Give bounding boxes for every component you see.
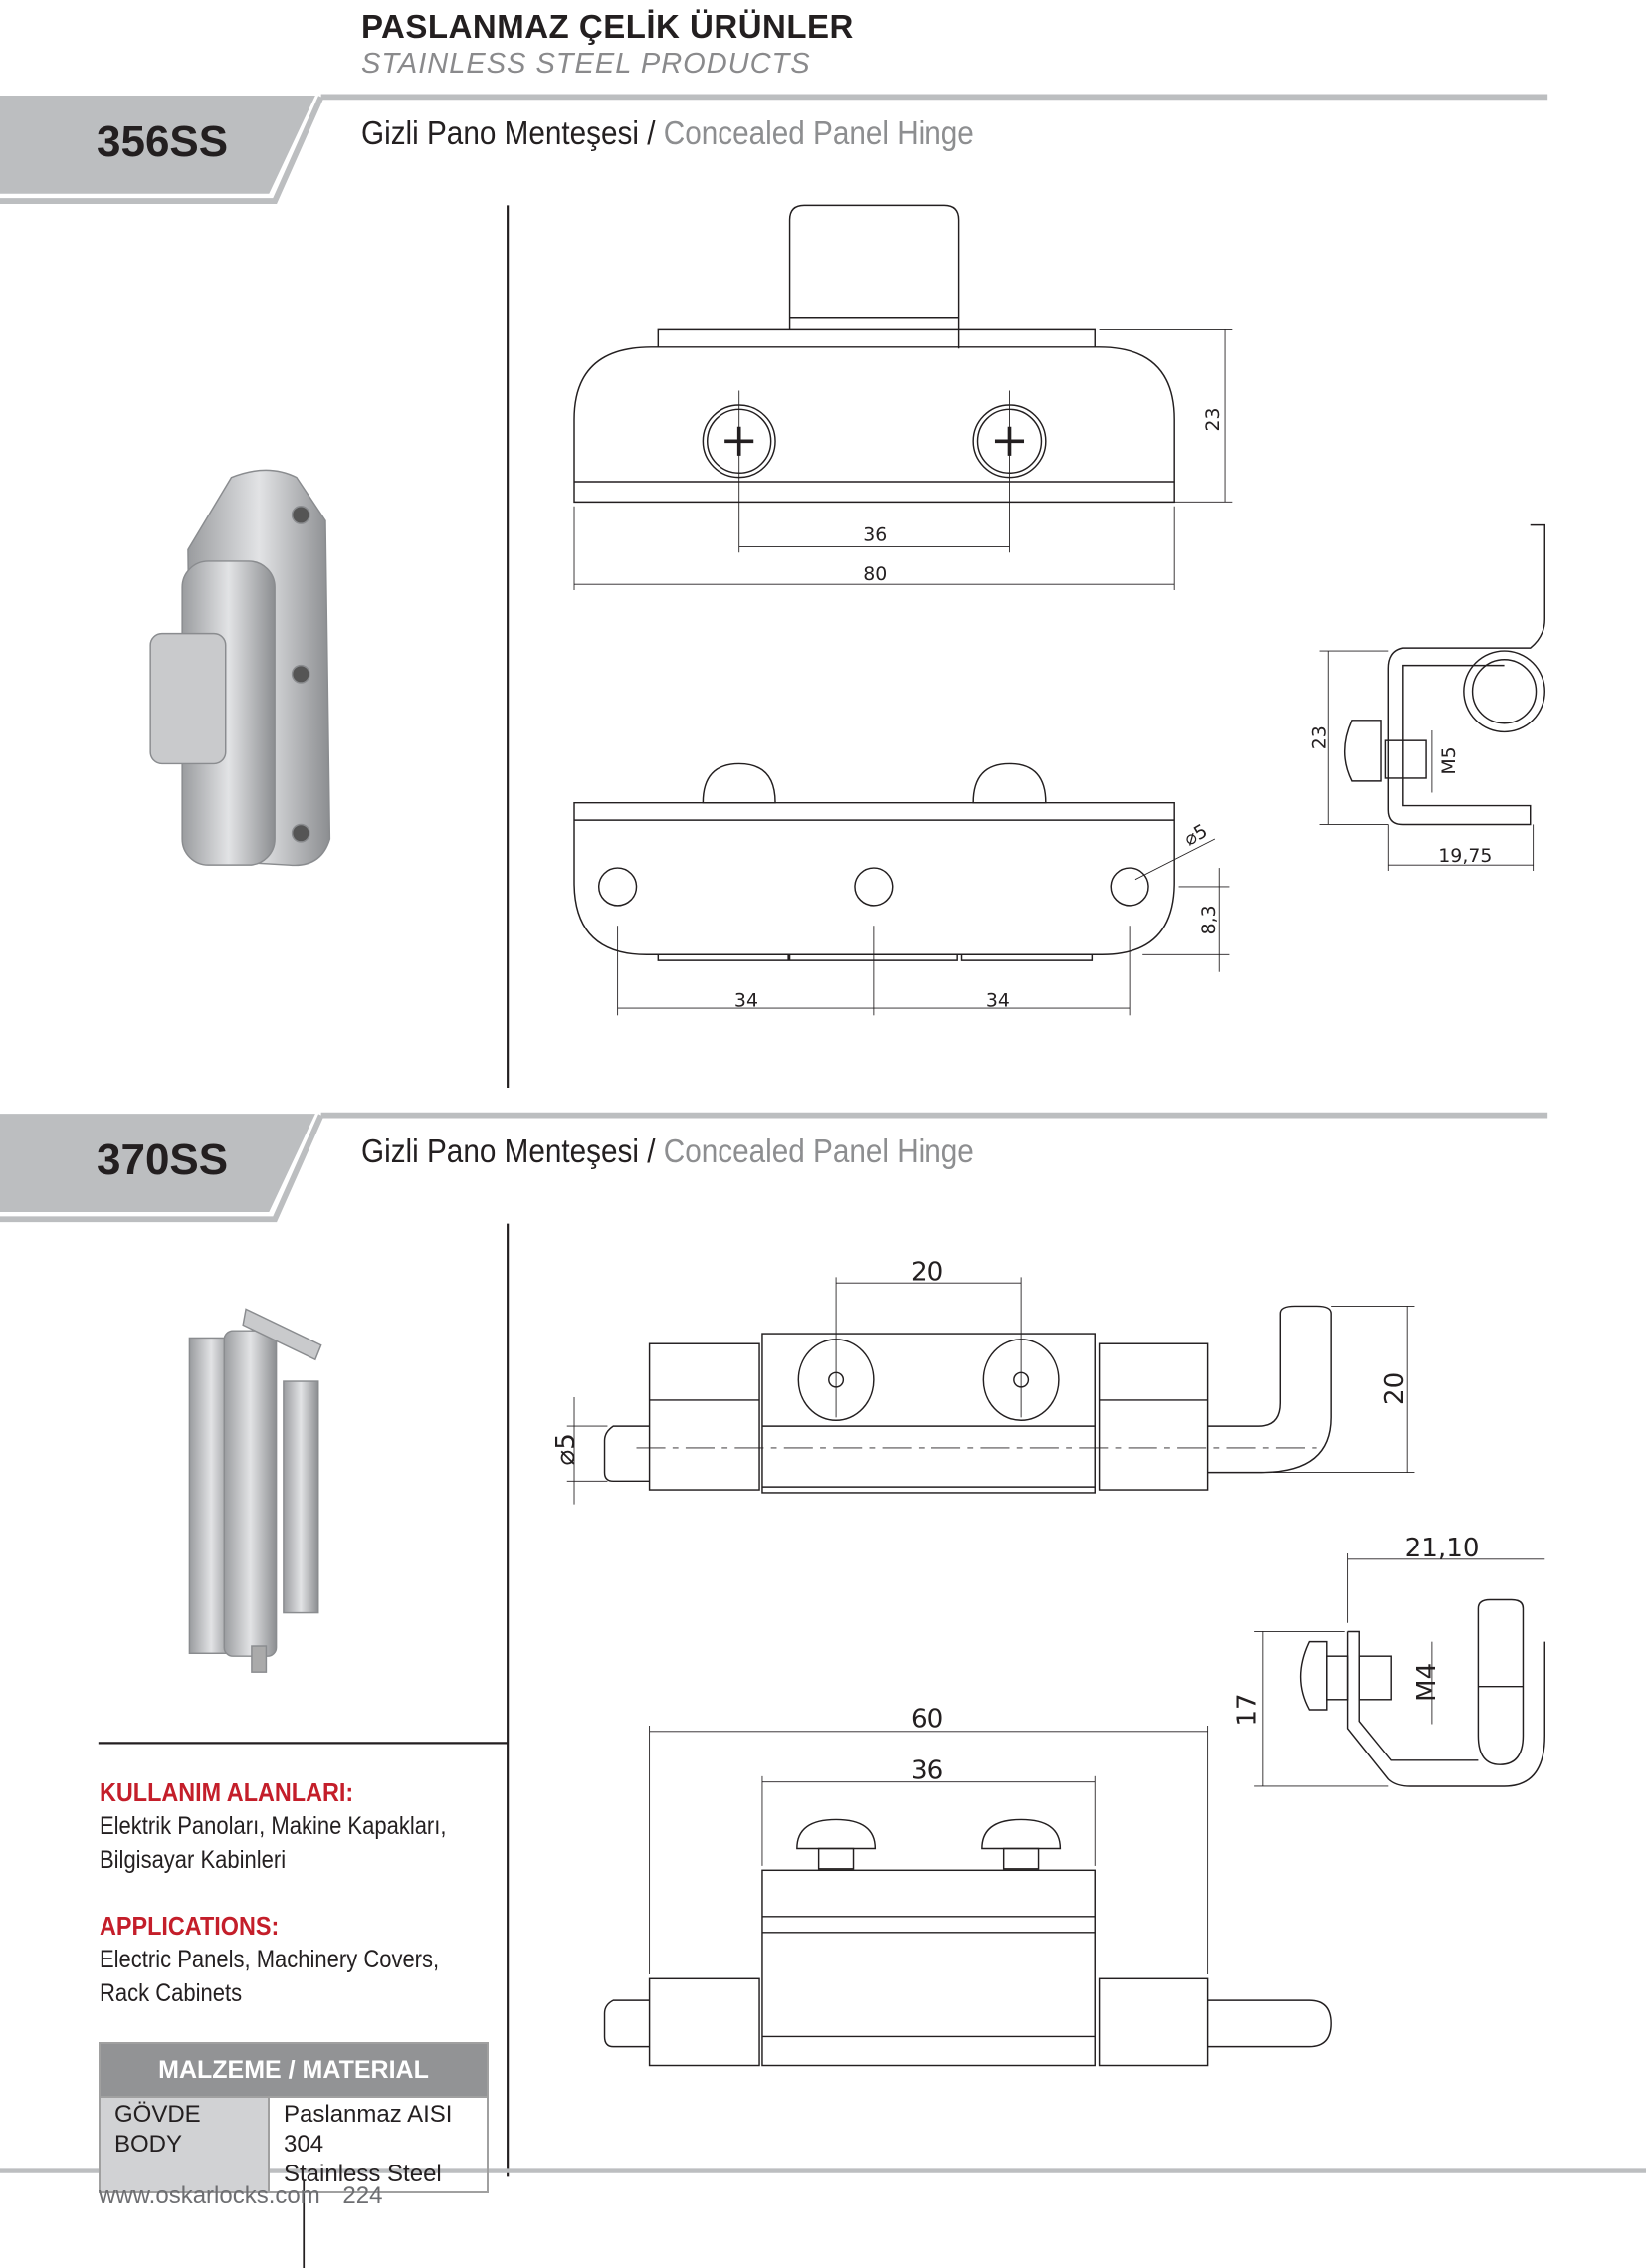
text-line: Elektrik Panoları, Makine Kapakları, <box>100 1812 447 1840</box>
dim-label: ⌀5 <box>551 1433 581 1465</box>
product-code: 370SS <box>97 1135 229 1184</box>
drawing-356ss-front-view <box>573 204 1233 591</box>
dim-label: 20 <box>911 1257 943 1287</box>
dim-label: 20 <box>1380 1372 1410 1405</box>
drawing-356ss-bottom-view <box>573 762 1230 1016</box>
applications-heading-en: APPLICATIONS: <box>100 1911 280 1941</box>
catalog-title: PASLANMAZ ÇELİK ÜRÜNLER <box>361 8 854 45</box>
dim-label: 8,3 <box>1198 905 1220 934</box>
product-title-en: Concealed Panel Hinge <box>663 114 974 151</box>
drawing-370ss-bottom-view <box>603 1725 1332 2067</box>
dim-label: 34 <box>734 990 758 1012</box>
title-separator: / <box>638 1133 664 1169</box>
applications-text-tr: Elektrik Panoları, Makine Kapakları, Bil… <box>100 1809 446 1877</box>
dim-label: M4 <box>1412 1663 1442 1702</box>
label-tr: GÖVDE <box>114 2101 201 2128</box>
applications-text-en: Electric Panels, Machinery Covers, Rack … <box>100 1943 439 2010</box>
dim-label: 34 <box>986 990 1010 1012</box>
product-title-en: Concealed Panel Hinge <box>663 1133 974 1169</box>
product-title-tr: Gizli Pano Menteşesi <box>361 114 639 151</box>
dim-label: 23 <box>1202 407 1224 431</box>
drawing-370ss-top-view <box>566 1277 1415 1505</box>
value-en: Stainless Steel <box>284 2161 442 2187</box>
catalog-subtitle: STAINLESS STEEL PRODUCTS <box>361 48 811 80</box>
drawing-356ss-side-view <box>1319 523 1545 871</box>
product-photo-370ss <box>188 1308 322 1673</box>
text-line: Electric Panels, Machinery Covers, <box>100 1946 440 1973</box>
title-separator: / <box>638 114 664 151</box>
product-code: 356SS <box>97 117 229 166</box>
value-tr: Paslanmaz AISI 304 <box>284 2101 453 2158</box>
dim-label: 17 <box>1233 1693 1263 1726</box>
material-table: MALZEME / MATERIAL GÖVDE BODY Paslanmaz A… <box>99 2042 489 2193</box>
drawing-370ss-side-view <box>1254 1552 1545 1787</box>
material-label: GÖVDE BODY <box>99 2096 270 2193</box>
dim-label: M5 <box>1438 746 1460 774</box>
product-photo-356ss <box>149 469 331 867</box>
material-table-header: MALZEME / MATERIAL <box>99 2042 489 2098</box>
section-band-370ss <box>0 1112 1548 2177</box>
dim-label: 36 <box>911 1756 943 1786</box>
dim-label: 36 <box>863 524 887 546</box>
section-band-356ss <box>0 94 1548 1088</box>
footer: www.oskarlocks.com 224 <box>99 2182 382 2210</box>
dim-label: 60 <box>911 1704 943 1734</box>
page-number: 224 <box>342 2182 383 2209</box>
website-link[interactable]: www.oskarlocks.com <box>99 2182 320 2209</box>
text-line: Rack Cabinets <box>100 1979 243 2007</box>
text-line: Bilgisayar Kabinleri <box>100 1846 287 1874</box>
product-title: Gizli Pano Menteşesi / Concealed Panel H… <box>361 114 974 152</box>
dim-label: ⌀5 <box>1180 820 1211 851</box>
dim-label: 80 <box>863 563 887 585</box>
dim-label: 23 <box>1308 725 1330 749</box>
product-title-tr: Gizli Pano Menteşesi <box>361 1133 639 1169</box>
applications-heading-tr: KULLANIM ALANLARI: <box>100 1777 354 1807</box>
label-en: BODY <box>114 2131 183 2158</box>
dim-label: 19,75 <box>1438 845 1492 867</box>
dim-label: 21,10 <box>1405 1534 1480 1563</box>
product-title: Gizli Pano Menteşesi / Concealed Panel H… <box>361 1133 974 1170</box>
